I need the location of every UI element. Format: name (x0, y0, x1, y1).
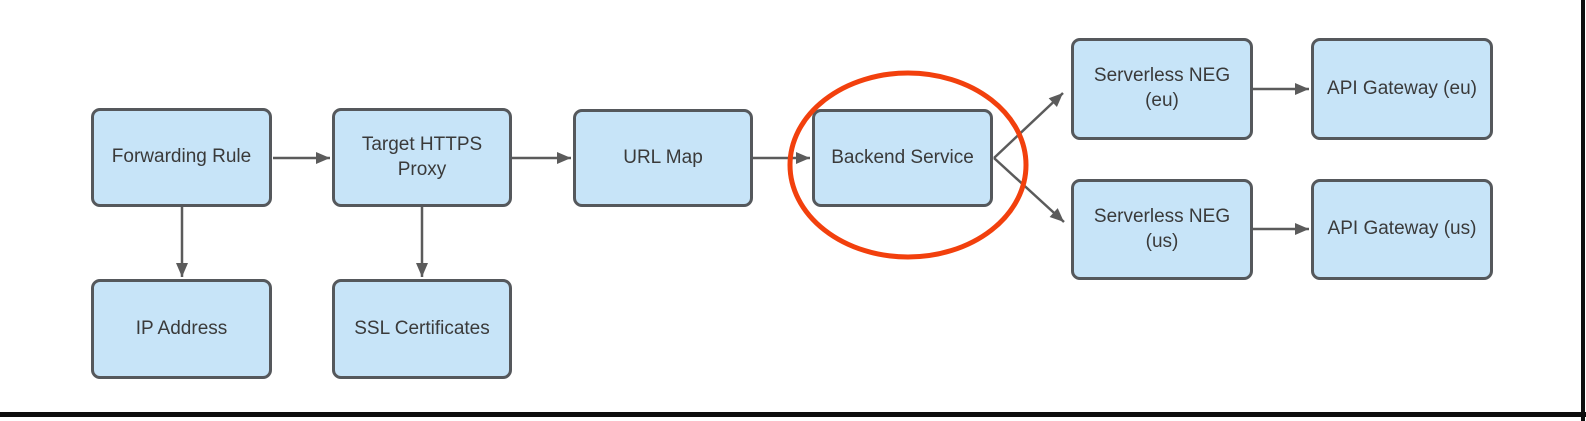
node-serverless-neg-us: Serverless NEG (us) (1071, 179, 1253, 280)
node-forwarding-rule: Forwarding Rule (91, 108, 272, 207)
node-target-https-proxy: Target HTTPS Proxy (332, 108, 512, 207)
node-label: Serverless NEG (eu) (1093, 65, 1231, 111)
node-label: Forwarding Rule (111, 146, 252, 168)
node-label: URL Map (623, 146, 703, 168)
node-ssl-certificates: SSL Certificates (332, 279, 512, 379)
node-label: API Gateway (eu) (1327, 77, 1477, 99)
frame-border-right (1581, 0, 1585, 421)
node-label: Backend Service (831, 146, 974, 168)
node-api-gateway-eu: API Gateway (eu) (1311, 38, 1493, 140)
node-url-map: URL Map (573, 109, 753, 207)
frame-border-bottom (0, 412, 1586, 417)
node-label: Serverless NEG (us) (1093, 205, 1231, 252)
node-label: SSL Certificates (354, 317, 490, 339)
node-label: API Gateway (us) (1327, 218, 1477, 240)
node-ip-address: IP Address (91, 279, 272, 379)
node-label: Target HTTPS Proxy (361, 133, 483, 180)
node-api-gateway-us: API Gateway (us) (1311, 179, 1493, 280)
node-serverless-neg-eu: Serverless NEG (eu) (1071, 38, 1253, 140)
node-backend-service: Backend Service (812, 109, 993, 207)
edge-backend-service-to-serverless-neg-us (993, 157, 1065, 223)
edge-backend-service-to-serverless-neg-eu (993, 92, 1064, 159)
node-label: IP Address (135, 317, 228, 339)
